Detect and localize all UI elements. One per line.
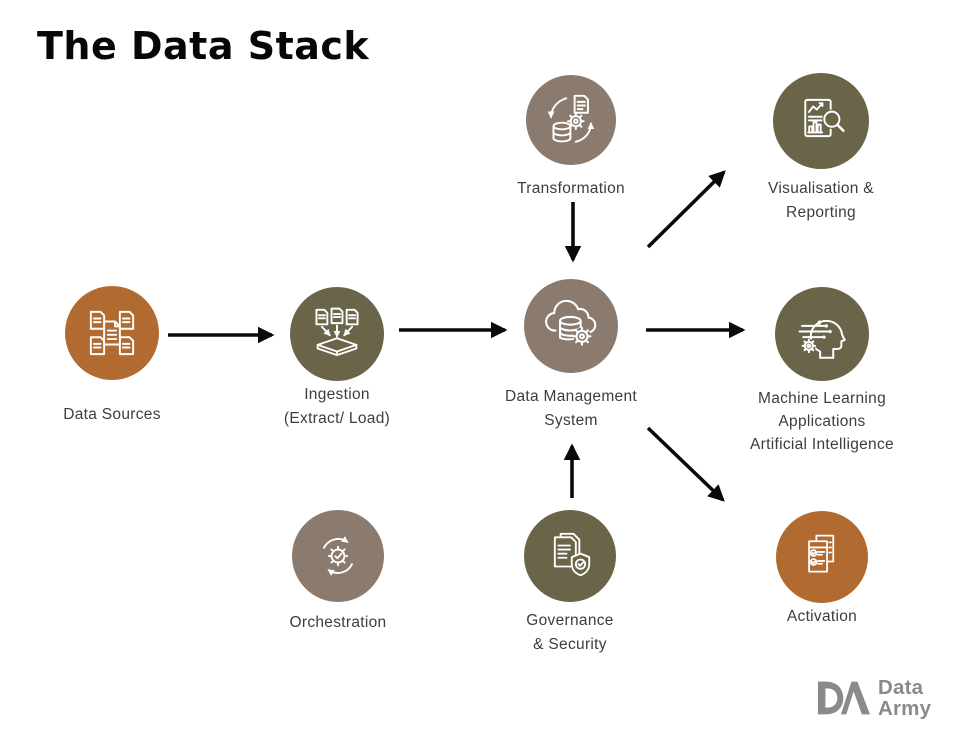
- data-sources-node: [65, 286, 159, 380]
- governance-node: [524, 510, 616, 602]
- arrow-dms-to-visualisation: [646, 170, 726, 249]
- data-management-label: Data Management System: [504, 388, 638, 429]
- governance-label: Governance & Security: [526, 612, 614, 653]
- machine-learning-label: Machine Learning Applications Artificial…: [750, 390, 894, 453]
- activation-label: Activation: [786, 608, 858, 625]
- data-army-logo: Data Army: [818, 676, 931, 720]
- ingestion-node: [290, 287, 384, 381]
- checklist-icon: [808, 534, 835, 573]
- visualisation-node: [773, 73, 869, 169]
- data-army-logomark: [818, 681, 870, 715]
- gear-cycle-icon: [323, 536, 353, 576]
- transformation-label: Transformation: [517, 180, 625, 197]
- page-title: The Data Stack: [37, 24, 370, 68]
- arrow-dms-to-activation: [646, 426, 725, 502]
- visualisation-label: Visualisation & Reporting: [768, 180, 874, 221]
- cloud-database-icon: [545, 299, 597, 346]
- ingestion-label: Ingestion (Extract/ Load): [283, 386, 391, 427]
- stacked-documents-icon: [89, 310, 135, 356]
- machine-learning-node: [775, 287, 869, 381]
- activation-node: [776, 511, 868, 603]
- extract-load-icon: [315, 307, 359, 357]
- orchestration-label: Orchestration: [289, 614, 387, 631]
- data-sources-label: Data Sources: [63, 406, 161, 423]
- orchestration-node: [292, 510, 384, 602]
- logo-wordmark: Data Army: [878, 676, 932, 720]
- data-management-node: [524, 279, 618, 373]
- transformation-node: [526, 75, 616, 165]
- transform-cycle-icon: [547, 94, 595, 143]
- ai-head-icon: [798, 319, 846, 359]
- document-shield-icon: [553, 532, 591, 577]
- report-magnifier-icon: [804, 98, 845, 138]
